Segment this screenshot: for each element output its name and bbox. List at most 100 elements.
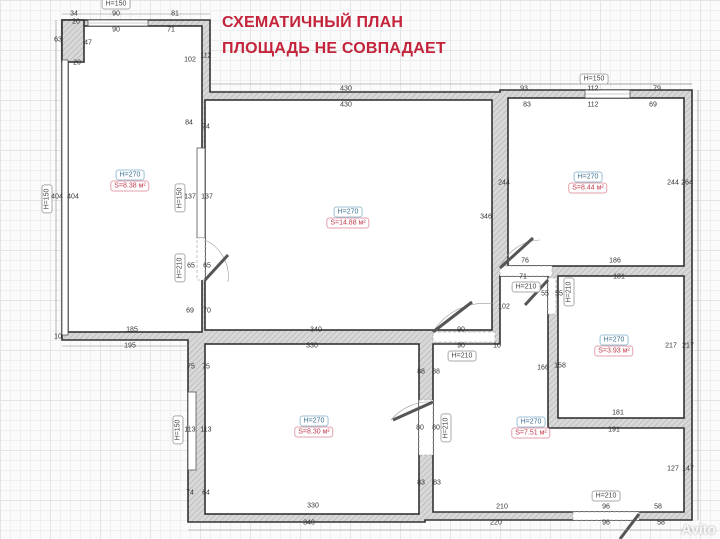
dimension-label: 90 <box>112 26 120 34</box>
window-height-tag: H=150 <box>579 73 609 85</box>
door-height-tag: H=210 <box>174 253 186 283</box>
dimension-label: 430 <box>340 101 352 109</box>
dimension-label: 404 <box>51 193 63 201</box>
dimension-lines <box>55 13 699 531</box>
dimension-label: 147 <box>682 465 694 473</box>
dimension-label: 220 <box>490 519 502 527</box>
door-height-tag: H=210 <box>440 413 452 443</box>
dimension-label: 158 <box>554 362 566 370</box>
room-area-tag: S=8.30 м² <box>294 426 334 438</box>
dimension-label: 58 <box>657 519 665 527</box>
room-height-tag: H=270 <box>573 171 603 183</box>
dimension-label: 96 <box>602 503 610 511</box>
windows <box>61 19 631 471</box>
dimension-label: 34 <box>70 10 78 18</box>
dimension-label: 79 <box>653 85 661 93</box>
room-area-tag: S=3.93 м² <box>594 345 634 357</box>
dimension-label: 181 <box>612 409 624 417</box>
dimension-label: 217 <box>665 342 677 350</box>
dimension-label: 76 <box>521 257 529 265</box>
dimension-label: 112 <box>587 101 599 109</box>
dimension-label: 330 <box>306 342 318 350</box>
window-height-tag: H=150 <box>172 415 184 445</box>
dimension-label: 64 <box>202 489 210 497</box>
avito-watermark-small: Avito <box>681 521 716 537</box>
dimension-label: 90 <box>112 10 120 18</box>
dimension-label: 185 <box>126 326 138 334</box>
dimension-label: 69 <box>186 307 194 315</box>
door-height-tag: H=210 <box>591 490 621 502</box>
dimension-label: 330 <box>307 502 319 510</box>
dimension-label: 65 <box>203 262 211 270</box>
room-area-tag: S=14.88 м² <box>326 217 370 229</box>
door-height-tag: H=210 <box>563 277 575 307</box>
dimension-label: 217 <box>682 342 694 350</box>
dimension-label: 83 <box>417 479 425 487</box>
room-height-tag: H=270 <box>599 334 629 346</box>
dimension-label: 58 <box>654 503 662 511</box>
closet-block <box>61 19 85 63</box>
dimension-label: 430 <box>340 85 352 93</box>
doors <box>196 236 641 539</box>
dimension-label: 127 <box>667 465 679 473</box>
door-height-tag: H=210 <box>511 281 541 293</box>
dimension-label: 195 <box>124 342 136 350</box>
dimension-label: 55 <box>555 290 563 298</box>
dimension-label: 63 <box>54 36 62 44</box>
dimension-label: 84 <box>185 119 193 127</box>
dimension-label: 244 <box>498 179 510 187</box>
dimension-label: 166 <box>537 364 549 372</box>
dimension-label: 404 <box>67 193 79 201</box>
dimension-label: 137 <box>184 193 196 201</box>
window-height-tag: H=150 <box>101 0 131 10</box>
dimension-label: 88 <box>432 368 440 376</box>
dimension-label: 81 <box>171 10 179 18</box>
room-height-tag: H=270 <box>299 415 329 427</box>
room-height-tag: H=270 <box>516 416 546 428</box>
dimension-label: 181 <box>613 273 625 281</box>
dimension-label: 210 <box>496 503 508 511</box>
room-area-tag: S=8.38 м² <box>110 180 150 192</box>
dimension-label: 137 <box>201 193 213 201</box>
dimension-label: 10 <box>54 333 62 341</box>
dimension-label: 75 <box>187 363 195 371</box>
dimension-label: 80 <box>416 424 424 432</box>
dimension-label: 191 <box>608 426 620 434</box>
room-area-tag: S=7.51 м² <box>511 427 551 439</box>
dimension-label: 74 <box>186 489 194 497</box>
dimension-label: 112 <box>587 85 599 93</box>
dimension-label: 102 <box>184 56 196 64</box>
title-line-1: СХЕМАТИЧНЫЙ ПЛАН <box>222 14 404 31</box>
dimension-label: 47 <box>84 39 92 47</box>
dimension-label: 65 <box>187 262 195 270</box>
dimension-label: 83 <box>523 101 531 109</box>
dimension-label: 75 <box>202 363 210 371</box>
room-height-tag: H=270 <box>333 206 363 218</box>
dimension-label: 264 <box>681 179 693 187</box>
dimension-label: 93 <box>520 85 528 93</box>
dimension-label: 102 <box>498 303 510 311</box>
door-height-tag: H=210 <box>447 350 477 362</box>
dimension-label: 90 <box>457 326 465 334</box>
dimension-label: 340 <box>303 519 315 527</box>
dimension-label: 71 <box>167 26 175 34</box>
dimension-label: 55 <box>541 290 549 298</box>
dimension-label: 112 <box>200 52 212 60</box>
title-line-2: ПЛОЩАДЬ НЕ СОВПАДАЕТ <box>222 40 446 57</box>
room-height-tag: H=270 <box>115 169 145 181</box>
dimension-label: 74 <box>202 123 210 131</box>
dimension-label: 80 <box>432 424 440 432</box>
dimension-label: 113 <box>184 426 196 434</box>
dimension-label: 113 <box>200 426 212 434</box>
dimension-label: 70 <box>203 307 211 315</box>
dimension-label: 10 <box>493 342 501 350</box>
dimension-label: 69 <box>649 101 657 109</box>
room-area-tag: S=8.44 м² <box>568 182 608 194</box>
dimension-label: 96 <box>602 519 610 527</box>
dimension-label: 88 <box>417 368 425 376</box>
dimension-label: 244 <box>667 179 679 187</box>
dimension-label: 340 <box>310 326 322 334</box>
dimension-label: 20 <box>73 59 81 67</box>
dimension-label: 71 <box>519 273 527 281</box>
